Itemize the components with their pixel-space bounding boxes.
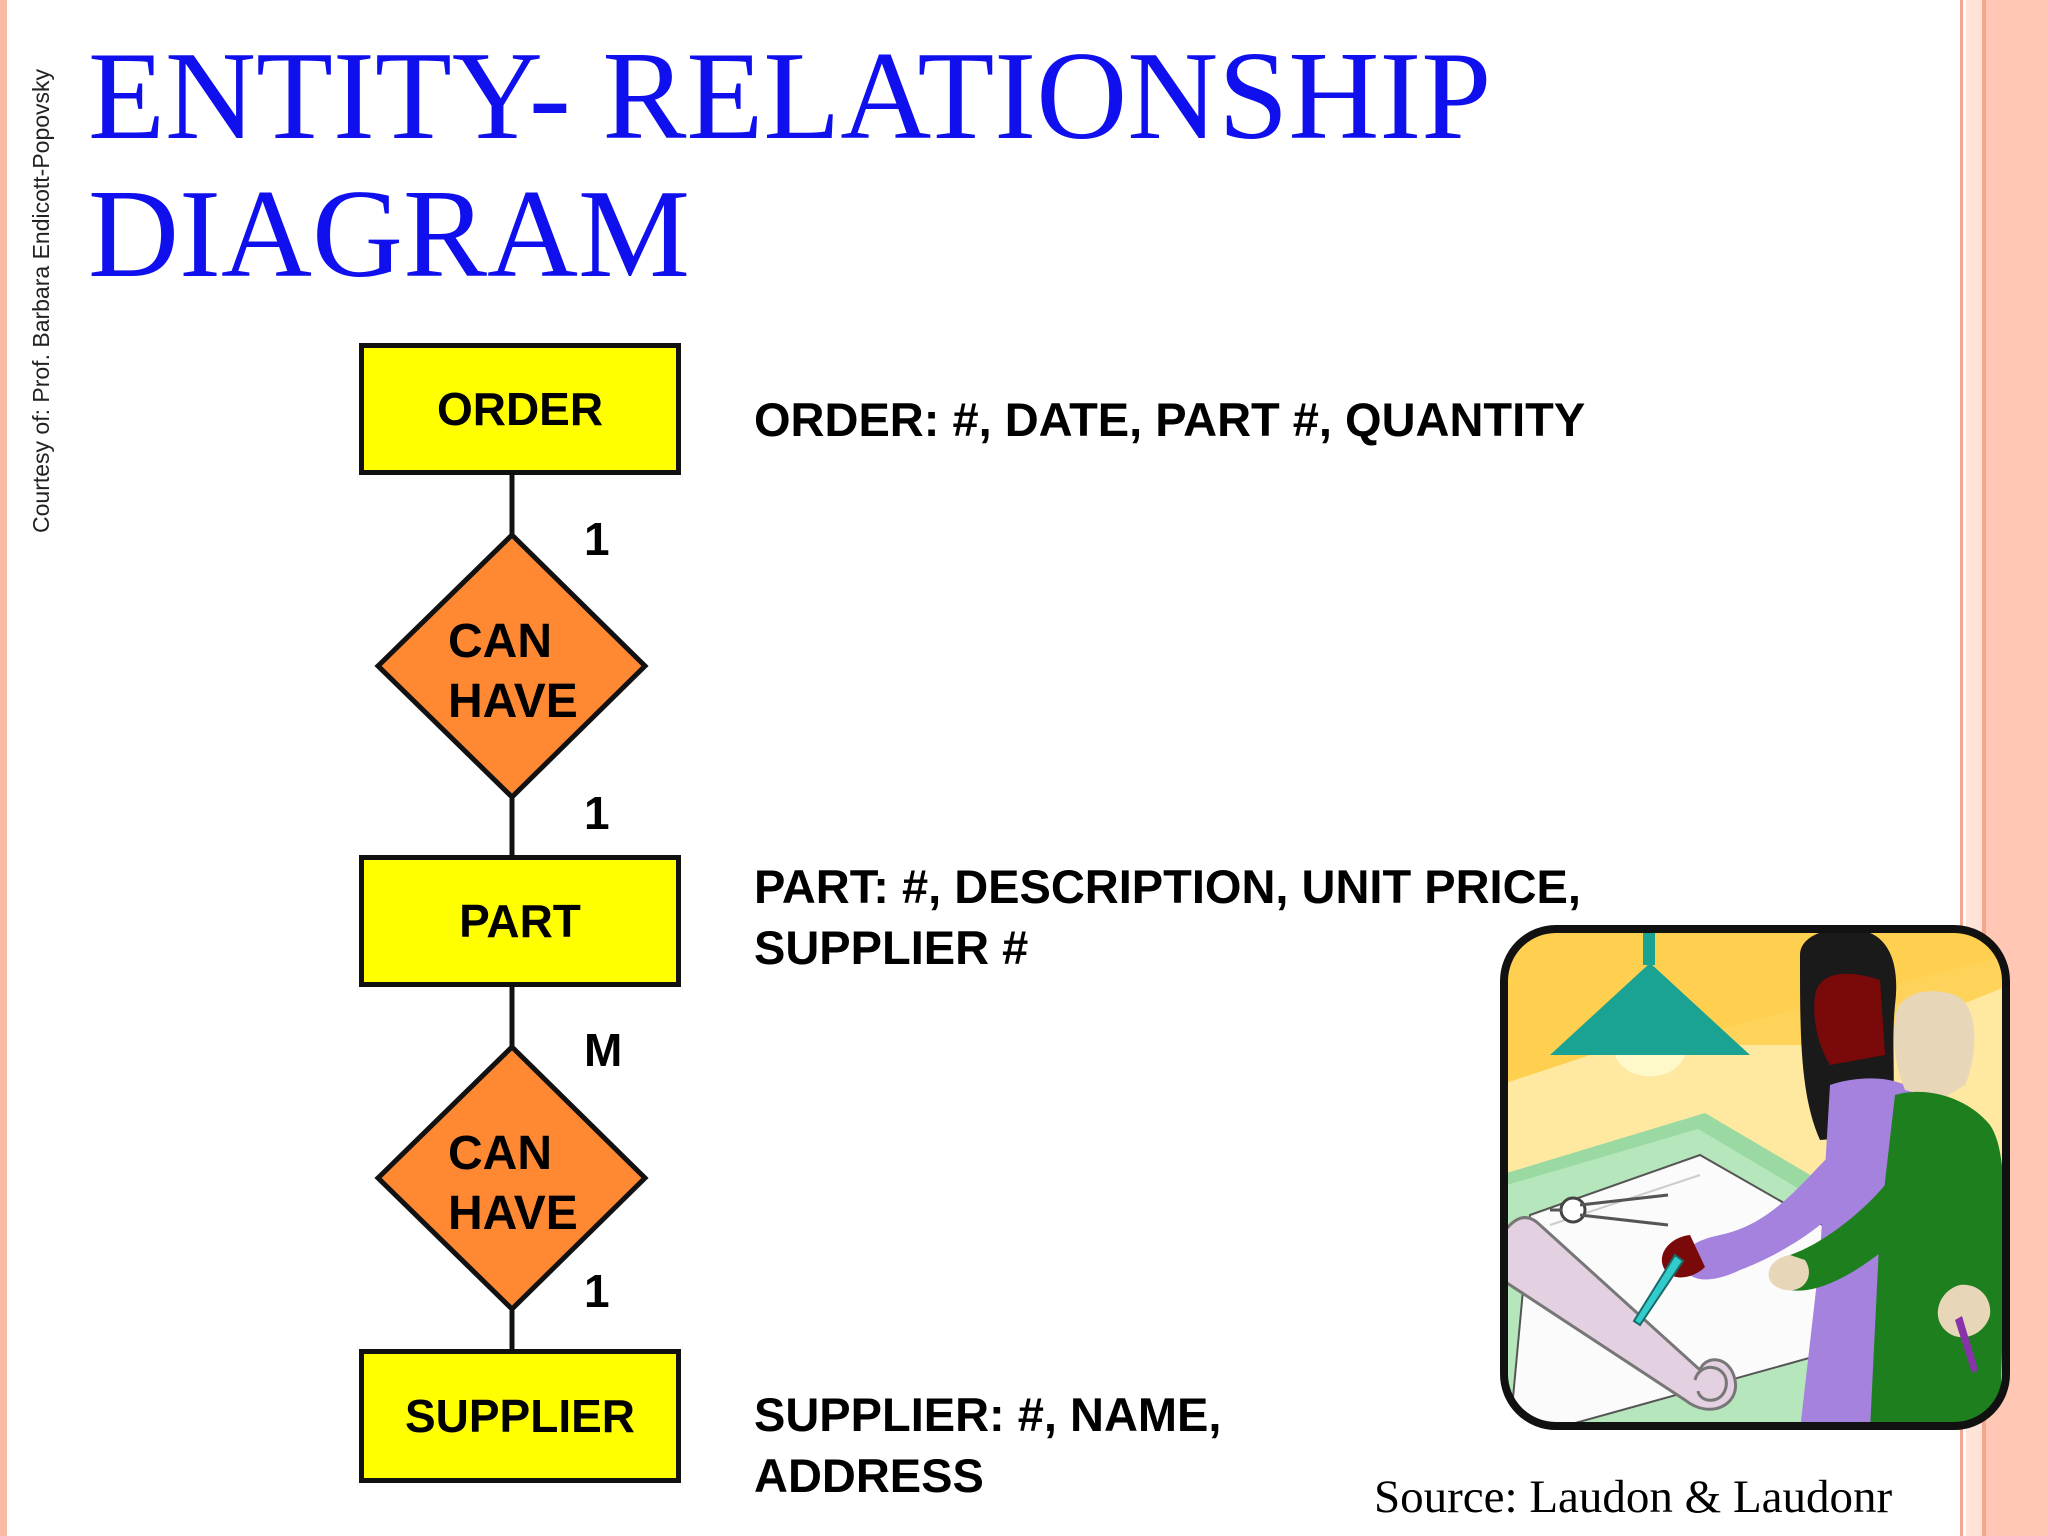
side-stripe — [1960, 0, 1963, 1536]
cardinality-label: 1 — [584, 513, 610, 565]
relationship-1-label: CAN HAVE — [448, 615, 578, 728]
relationship-2-label: CAN HAVE — [448, 1127, 578, 1240]
slide-title: ENTITY- RELATIONSHIP DIAGRAM — [88, 28, 1491, 304]
title-line-2: DIAGRAM — [88, 165, 691, 304]
cardinality-label: 1 — [584, 787, 610, 839]
entity-order: ORDER — [359, 343, 681, 475]
supplier-attributes: SUPPLIER: #, NAME, ADDRESS — [754, 1388, 1222, 1502]
title-line-1: ENTITY- RELATIONSHIP — [88, 27, 1492, 166]
entity-order-label: ORDER — [436, 383, 604, 435]
relationship-diamond-2 — [374, 1043, 649, 1313]
architects-blueprint-icon — [1500, 925, 2010, 1430]
entity-part: PART — [359, 855, 681, 987]
entity-supplier-label: SUPPLIER — [404, 1390, 636, 1442]
side-stripe — [1982, 0, 1986, 1536]
entity-part-label: PART — [459, 895, 581, 947]
order-attributes: ORDER: #, DATE, PART #, QUANTITY — [754, 393, 1586, 446]
side-stripe — [0, 0, 7, 1536]
cardinality-label: 1 — [584, 1265, 610, 1317]
cardinality-label: M — [584, 1024, 623, 1076]
part-attributes: PART: #, DESCRIPTION, UNIT PRICE, SUPPLI… — [754, 860, 1581, 974]
entity-supplier: SUPPLIER — [359, 1349, 681, 1483]
source-credit: Source: Laudon & Laudonr — [1374, 1471, 1893, 1523]
relationship-diamond-1 — [374, 531, 649, 801]
